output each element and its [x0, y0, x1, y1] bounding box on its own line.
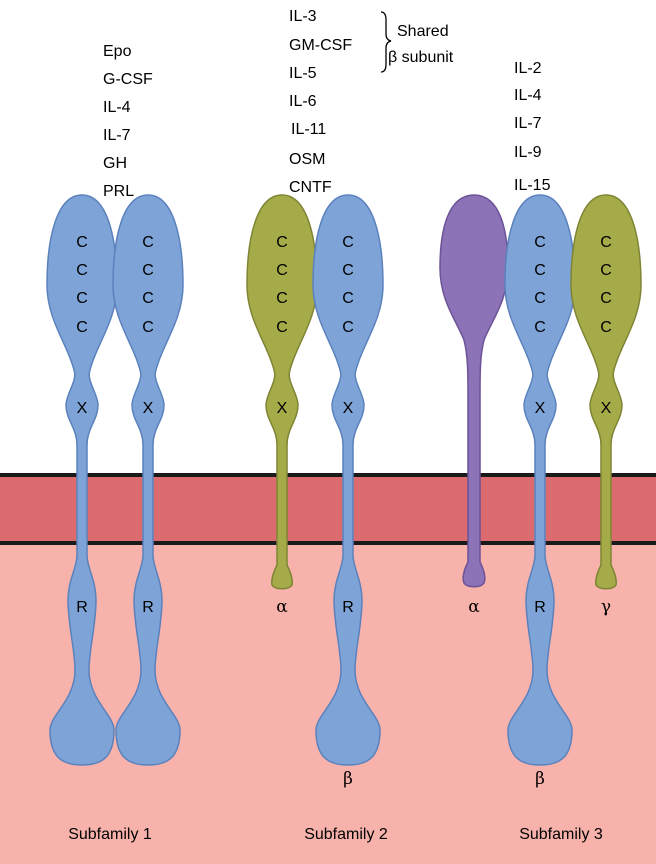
subfamily2-beta-c-domain: C	[342, 262, 354, 279]
subfamily1-chain-1-c-domain: C	[76, 290, 88, 307]
subfamily2-beta-c-domain: C	[342, 234, 354, 251]
cell-membrane	[0, 475, 656, 543]
subfamily1-chain-2-c-domain: C	[142, 290, 154, 307]
subfamily3-gamma-c-domain: C	[600, 319, 612, 336]
subfamily1-chain-2-r-domain: R	[142, 599, 154, 616]
subfamily2-ligand-list: IL-3 GM-CSF IL-5 IL-6 IL-11 OSM CNTF	[289, 8, 352, 196]
ligand-label: IL-6	[289, 93, 317, 110]
subfamily1-chain-1-c-domain: C	[76, 262, 88, 279]
ligand-label: G-CSF	[103, 71, 153, 88]
subunit-labels: α β α β γ	[276, 597, 611, 789]
subfamily2-beta-x-hinge: X	[343, 400, 354, 417]
subfamily2-beta-c-domain: C	[342, 290, 354, 307]
subfamily3-gamma-c-domain: C	[600, 234, 612, 251]
subfamily3-gamma-x-hinge: X	[601, 400, 612, 417]
subfamily3-gamma-c-domain: C	[600, 262, 612, 279]
subfamily3-beta-c-domain: C	[534, 319, 546, 336]
subfamily1-chain-1-r-domain: R	[76, 599, 88, 616]
ligand-label: IL-2	[514, 60, 542, 77]
subfamily2-caption: Subfamily 2	[304, 826, 388, 843]
subfamily3-beta-c-domain: C	[534, 234, 546, 251]
ligand-label: IL-9	[514, 144, 542, 161]
subfamily3-gamma-label: γ	[601, 597, 611, 617]
subfamily2-beta-label: β	[343, 769, 353, 789]
ligand-label: Epo	[103, 43, 132, 60]
ligand-label: IL-4	[103, 99, 131, 116]
subfamily3-gamma-c-domain: C	[600, 290, 612, 307]
ligand-label: IL-3	[289, 8, 317, 25]
subfamily3-ligand-list: IL-2 IL-4 IL-7 IL-9 IL-15	[514, 60, 551, 194]
ligand-label: CNTF	[289, 179, 332, 196]
subfamily2-alpha-label: α	[276, 597, 288, 617]
ligand-label: GM-CSF	[289, 37, 352, 54]
subfamily3-beta-r-domain: R	[534, 599, 546, 616]
subfamily2-beta-r-domain: R	[342, 599, 354, 616]
subfamily1-ligand-list: Epo G-CSF IL-4 IL-7 GH PRL	[103, 43, 153, 200]
subfamily1-chain-2-c-domain: C	[142, 234, 154, 251]
shared-note-line1: Shared	[397, 23, 449, 40]
subfamily3-beta-c-domain: C	[534, 290, 546, 307]
ligand-label: PRL	[103, 183, 134, 200]
subfamily1-chain-2-c-domain: C	[142, 319, 154, 336]
shared-note-line2: β subunit	[388, 49, 454, 66]
subfamily2-alpha-x-hinge: X	[277, 400, 288, 417]
ligand-label: IL-5	[289, 65, 317, 82]
subfamily1-chain-1-x-hinge: X	[77, 400, 88, 417]
ligand-label: IL-7	[514, 115, 542, 132]
subfamily2-alpha-c-domain: C	[276, 262, 288, 279]
subfamily1-caption: Subfamily 1	[68, 826, 152, 843]
subfamily1-chain-2-c-domain: C	[142, 262, 154, 279]
subfamily2-alpha-c-domain: C	[276, 234, 288, 251]
subfamily1-chain-1-c-domain: C	[76, 234, 88, 251]
subfamily2-alpha-c-domain: C	[276, 319, 288, 336]
subfamily3-alpha-label: α	[468, 597, 480, 617]
ligand-label: IL-7	[103, 127, 131, 144]
ligand-label: OSM	[289, 151, 325, 168]
subfamily3-beta-x-hinge: X	[535, 400, 546, 417]
ligand-label: IL-11	[291, 121, 326, 138]
subfamily2-alpha-c-domain: C	[276, 290, 288, 307]
subfamily2-beta-c-domain: C	[342, 319, 354, 336]
ligand-label: IL-4	[514, 87, 542, 104]
subfamily3-beta-c-domain: C	[534, 262, 546, 279]
subfamily1-chain-1-c-domain: C	[76, 319, 88, 336]
shared-subunit-brace	[380, 11, 392, 73]
subfamily3-beta-label: β	[535, 769, 545, 789]
ligand-label: GH	[103, 155, 127, 172]
subfamily-captions: Subfamily 1 Subfamily 2 Subfamily 3	[68, 826, 603, 843]
subfamily3-caption: Subfamily 3	[519, 826, 603, 843]
subfamily1-chain-2-x-hinge: X	[143, 400, 154, 417]
ligand-label: IL-15	[514, 177, 551, 194]
